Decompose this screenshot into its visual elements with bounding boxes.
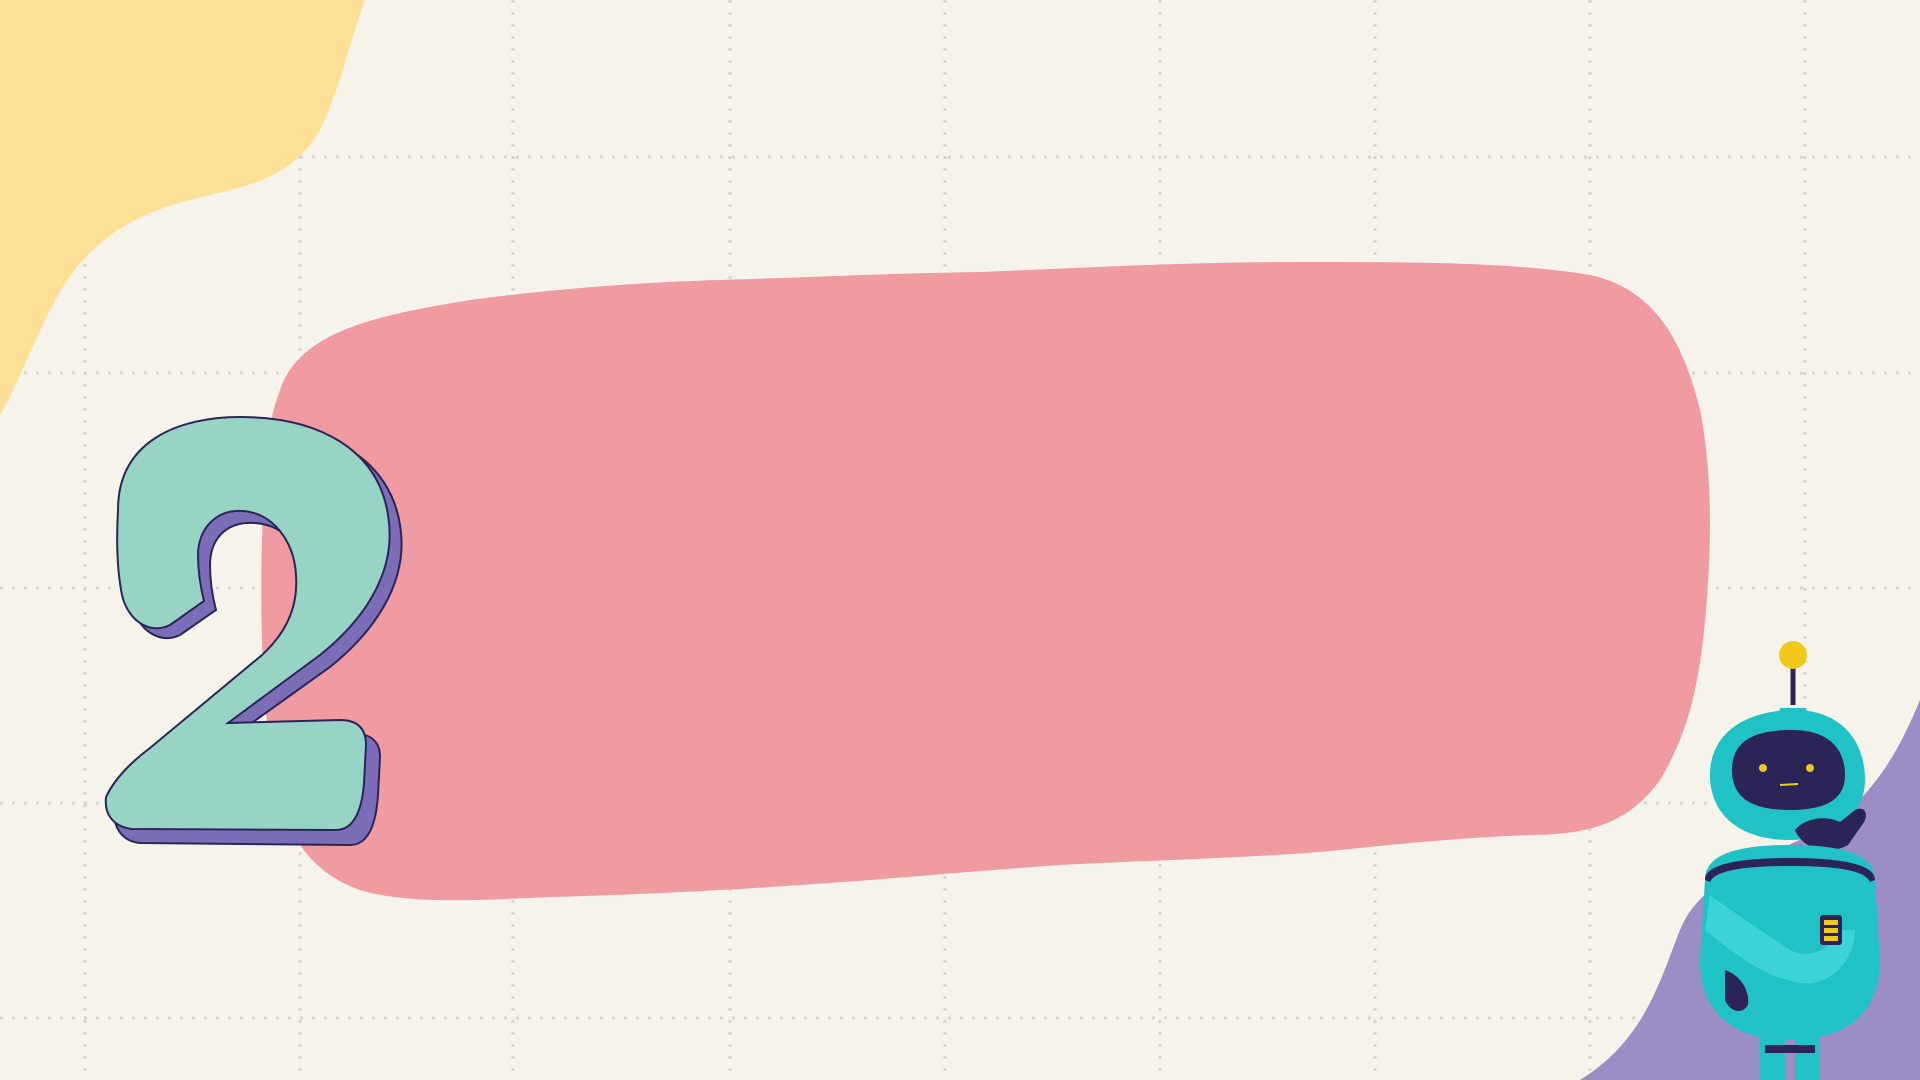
number-two-3d-icon xyxy=(104,415,403,847)
robot-icon xyxy=(1700,641,1880,1080)
slide-number-digit xyxy=(100,405,440,875)
robot-mascot xyxy=(1680,630,1920,1080)
